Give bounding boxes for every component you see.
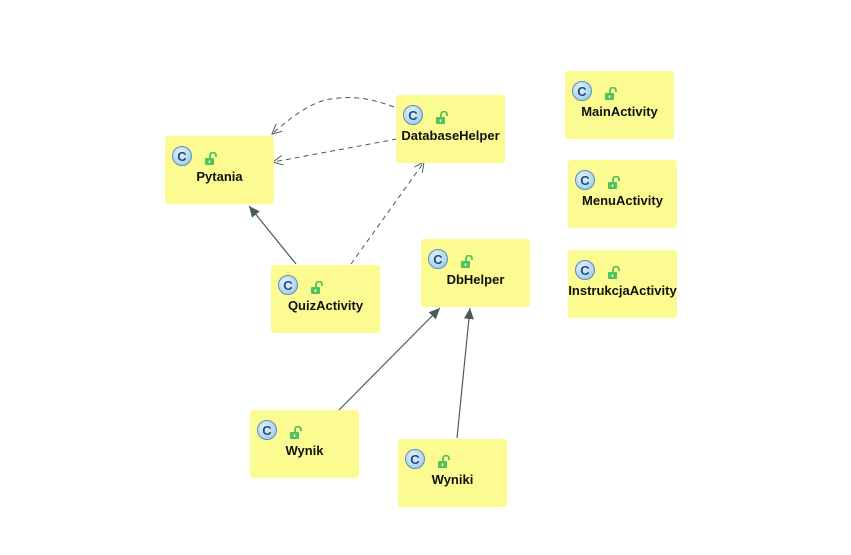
- class-icon: C: [428, 249, 448, 269]
- class-name-label: Wynik: [285, 443, 324, 458]
- class-name-label: DbHelper: [446, 272, 505, 287]
- class-icon: C: [278, 275, 298, 295]
- class-node-wynik[interactable]: C Wynik: [250, 410, 359, 478]
- lock-open-icon: [436, 111, 448, 124]
- class-name-label: QuizActivity: [287, 298, 364, 313]
- lock-open-icon: [438, 455, 450, 468]
- lock-open-icon: [605, 87, 617, 100]
- class-icon: C: [172, 146, 192, 166]
- class-icon: C: [575, 260, 595, 280]
- lock-open-icon: [290, 426, 302, 439]
- class-icon: C: [572, 81, 592, 101]
- class-icon: C: [257, 420, 277, 440]
- class-icon: C: [405, 449, 425, 469]
- class-node-wyniki[interactable]: C Wyniki: [398, 439, 507, 507]
- class-node-quizactivity[interactable]: C QuizActivity: [271, 265, 380, 333]
- class-name-label: InstrukcjaActivity: [568, 283, 677, 298]
- lock-open-icon: [205, 152, 217, 165]
- class-name-label: DatabaseHelper: [401, 128, 500, 143]
- lock-open-icon: [311, 281, 323, 294]
- edge-databasehelper-pytania-2: [273, 138, 398, 162]
- edge-databasehelper-pytania-1: [272, 97, 395, 134]
- class-name-label: Wyniki: [431, 472, 474, 487]
- class-node-instrukcjaactivity[interactable]: C InstrukcjaActivity: [568, 250, 677, 318]
- edge-quizactivity-pytania: [248, 205, 297, 265]
- lock-open-icon: [461, 255, 473, 268]
- class-node-mainactivity[interactable]: C MainActivity: [565, 71, 674, 139]
- class-name-label: MainActivity: [581, 104, 658, 119]
- class-name-label: MenuActivity: [582, 193, 663, 208]
- edge-wyniki-dbhelper: [456, 307, 474, 439]
- class-node-menuactivity[interactable]: C MenuActivity: [568, 160, 677, 228]
- lock-open-icon: [608, 266, 620, 279]
- edge-quizactivity-databasehelper: [350, 162, 424, 265]
- class-icon: C: [403, 105, 423, 125]
- class-node-dbhelper[interactable]: C DbHelper: [421, 239, 530, 307]
- class-name-label: Pytania: [196, 169, 243, 184]
- class-node-databasehelper[interactable]: C DatabaseHelper: [396, 95, 505, 163]
- edge-wynik-dbhelper: [338, 307, 441, 411]
- class-icon: C: [575, 170, 595, 190]
- class-node-pytania[interactable]: C Pytania: [165, 136, 274, 204]
- lock-open-icon: [608, 176, 620, 189]
